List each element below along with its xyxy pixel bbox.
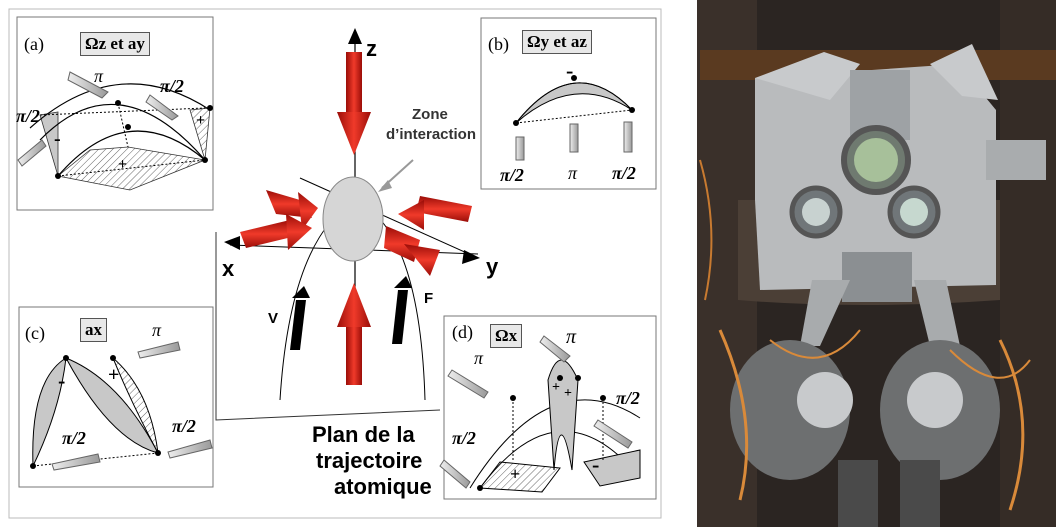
panel-d-pi2-right: π/2: [616, 388, 640, 408]
panel-d-pi2-left: π/2: [452, 428, 476, 448]
panel-a-title: Ωz et ay: [80, 32, 150, 56]
panel-d-pi-right: π: [566, 326, 577, 348]
panel-d-pi-left: π: [474, 348, 484, 368]
panel-c-tag: (c): [25, 323, 45, 343]
panel-c-title: ax: [80, 318, 107, 342]
axis-z-label: z: [366, 36, 377, 61]
apparatus-photo: [697, 0, 1056, 527]
zone-label-line-2: d’interaction: [386, 126, 477, 143]
panel-d-tag: (d): [452, 322, 473, 342]
panel-b-minus: -: [566, 58, 574, 83]
plan-label-line-3: atomique: [334, 474, 432, 499]
v-label: V: [268, 310, 279, 327]
panel-c-drawing: [18, 306, 214, 488]
panel-a-minus: -: [54, 128, 61, 150]
panel-d-drawing: [439, 315, 657, 500]
center-diagram: [215, 28, 480, 421]
panel-a-plus-2: +: [118, 156, 128, 173]
panel-a-pi2-left: π/2: [16, 106, 40, 126]
panel-c-pi2-right: π/2: [172, 416, 196, 436]
panel-c-plus: +: [108, 364, 120, 386]
plan-label-line-1: Plan de la: [312, 422, 415, 447]
panel-a-plus-1: +: [196, 112, 206, 129]
panel-b-title: Ωy et az: [522, 30, 592, 54]
panel-a-tag: (a): [24, 34, 44, 54]
panel-d-minus: -: [592, 452, 600, 477]
panel-c-pi2-left: π/2: [62, 428, 86, 448]
panel-b-pi2-left: π/2: [500, 165, 524, 185]
panel-d-title: Ωx: [490, 324, 523, 348]
axis-y-label: y: [486, 254, 499, 279]
panel-b-pi2-right: π/2: [612, 163, 636, 183]
panel-d-plus-2: +: [564, 386, 572, 401]
panel-d-plus-1: +: [552, 380, 560, 395]
panel-a-pi: π: [94, 66, 104, 86]
f-label: F: [424, 290, 434, 307]
panel-b-tag: (b): [488, 34, 509, 54]
panel-d-plus-3: +: [510, 464, 521, 484]
panel-c-minus: -: [58, 368, 66, 393]
panel-c-pi: π: [152, 320, 162, 340]
panel-b-pi: π: [568, 163, 578, 183]
panel-a-pi2-right: π/2: [160, 76, 184, 96]
plan-label-line-2: trajectoire: [316, 448, 423, 473]
zone-label-line-1: Zone: [412, 106, 448, 123]
axis-x-label: x: [222, 256, 235, 281]
